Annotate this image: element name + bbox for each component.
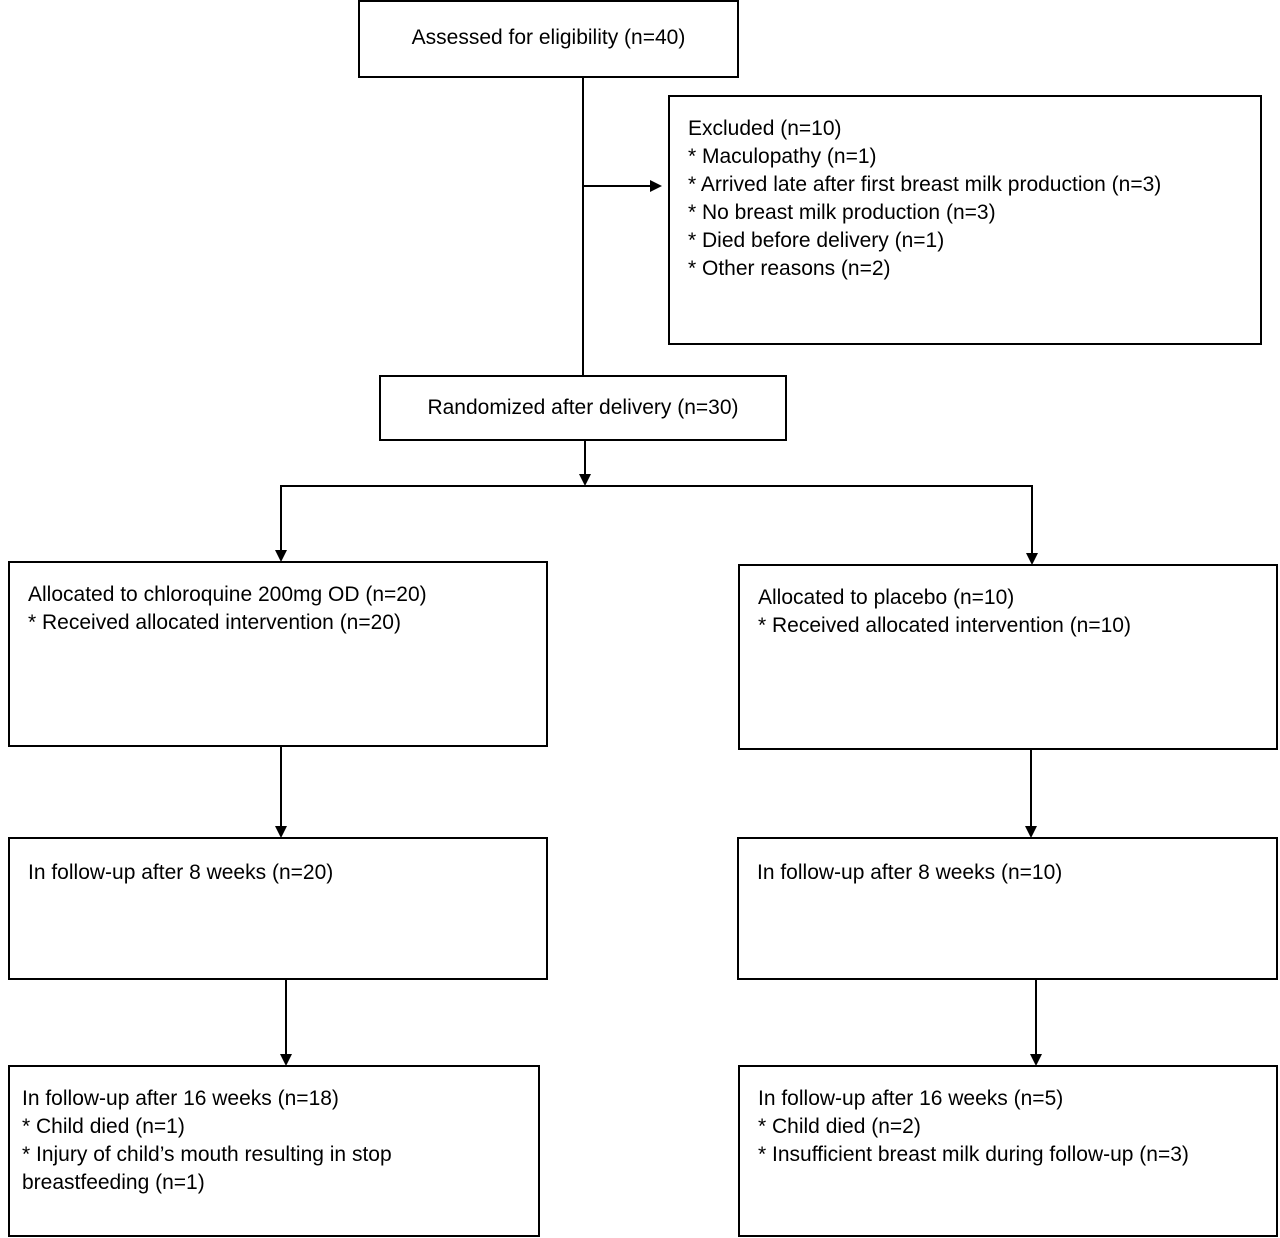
chloroquine-8w-text: In follow-up after 8 weeks (n=20) [28, 861, 334, 884]
placebo-16w-box: In follow-up after 16 weeks (n=5) * Chil… [738, 1065, 1278, 1237]
randomized-text: Randomized after delivery (n=30) [427, 396, 739, 419]
chloroquine-16w-detail: * Injury of child’s mouth resulting in s… [22, 1143, 392, 1166]
chloroquine-16w-detail: * Child died (n=1) [22, 1115, 185, 1138]
placebo-16w-detail: * Insufficient breast milk during follow… [758, 1143, 1189, 1166]
randomized-box: Randomized after delivery (n=30) [379, 375, 787, 441]
placebo-allocation-title: Allocated to placebo (n=10) [758, 586, 1015, 609]
placebo-8w-box: In follow-up after 8 weeks (n=10) [737, 837, 1278, 980]
excluded-reason: * Other reasons (n=2) [688, 257, 891, 280]
placebo-8w-text: In follow-up after 8 weeks (n=10) [757, 861, 1063, 884]
placebo-allocation-detail: * Received allocated intervention (n=10) [758, 614, 1131, 637]
excluded-box: Excluded (n=10) * Maculopathy (n=1) * Ar… [668, 95, 1262, 345]
placebo-allocation-box: Allocated to placebo (n=10) * Received a… [738, 564, 1278, 750]
excluded-reason: * Arrived late after first breast milk p… [688, 173, 1162, 196]
excluded-reason: * Maculopathy (n=1) [688, 145, 877, 168]
placebo-16w-title: In follow-up after 16 weeks (n=5) [758, 1087, 1064, 1110]
placebo-16w-detail: * Child died (n=2) [758, 1115, 921, 1138]
excluded-reason: * Died before delivery (n=1) [688, 229, 945, 252]
chloroquine-allocation-box: Allocated to chloroquine 200mg OD (n=20)… [8, 561, 548, 747]
chloroquine-16w-title: In follow-up after 16 weeks (n=18) [22, 1087, 339, 1110]
excluded-title: Excluded (n=10) [688, 117, 842, 140]
chloroquine-allocation-title: Allocated to chloroquine 200mg OD (n=20) [28, 583, 427, 606]
assessed-text: Assessed for eligibility (n=40) [411, 26, 686, 49]
chloroquine-8w-box: In follow-up after 8 weeks (n=20) [8, 837, 548, 980]
excluded-reason: * No breast milk production (n=3) [688, 201, 996, 224]
assessed-box: Assessed for eligibility (n=40) [358, 0, 739, 78]
chloroquine-16w-box: In follow-up after 16 weeks (n=18) * Chi… [8, 1065, 540, 1237]
chloroquine-16w-detail: breastfeeding (n=1) [22, 1171, 205, 1194]
chloroquine-allocation-detail: * Received allocated intervention (n=20) [28, 611, 401, 634]
